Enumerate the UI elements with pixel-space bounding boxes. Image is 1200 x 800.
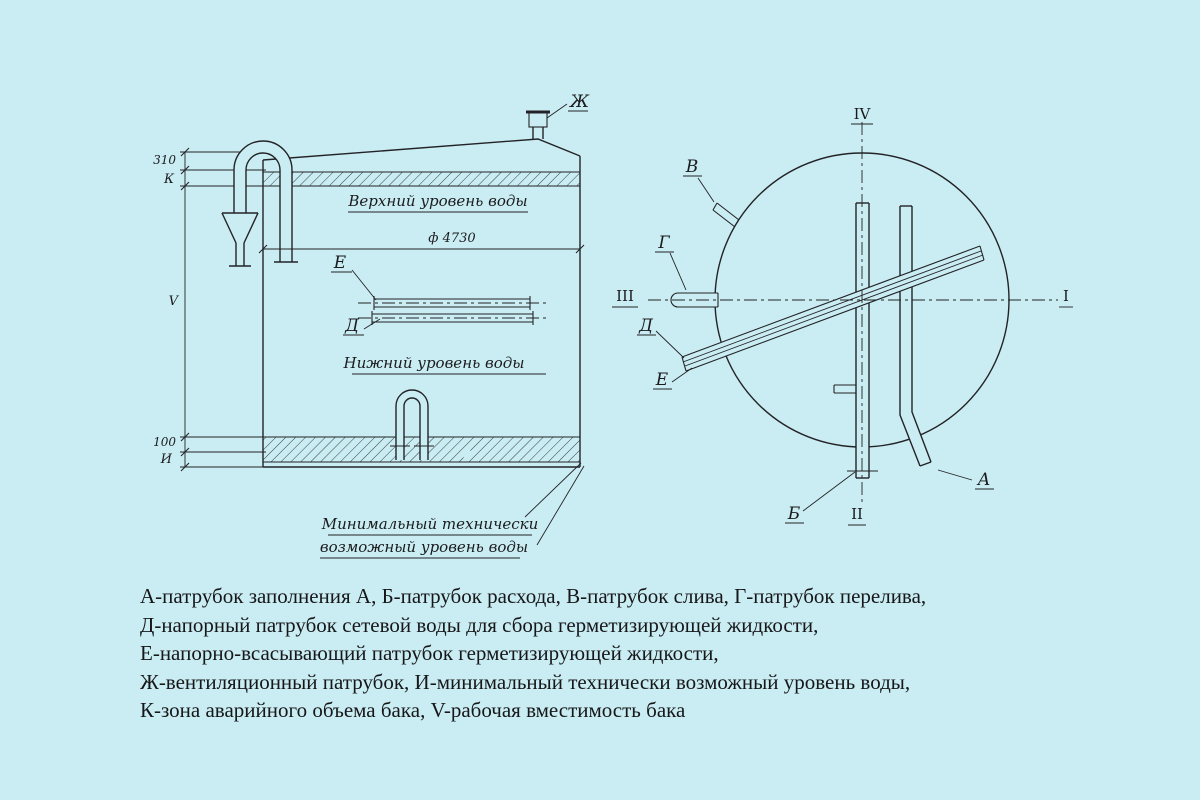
overflow-stub bbox=[670, 292, 719, 308]
fill-pipe-plan bbox=[899, 205, 932, 467]
axis-labels: IV III I II bbox=[612, 105, 1073, 526]
min-level-caption: Минимальный технически возможный уровень… bbox=[320, 462, 585, 559]
legend-line: Д-напорный патрубок сетевой воды для сбо… bbox=[140, 612, 819, 637]
tank-drawing: 310 К V 100 И Ж bbox=[153, 92, 1073, 559]
svg-text:возможный уровень воды: возможный уровень воды bbox=[320, 538, 528, 556]
label-d: Д bbox=[638, 316, 654, 336]
label-g: Г bbox=[657, 233, 670, 253]
drain-stub bbox=[712, 202, 740, 228]
upper-hatch-band bbox=[263, 172, 580, 186]
siphon-pipe bbox=[390, 389, 471, 460]
legend-line: Е-напорно-всасывающий патрубок герметизи… bbox=[140, 641, 719, 665]
label-b: Б bbox=[787, 504, 801, 524]
outflow-pipe bbox=[833, 202, 878, 479]
dim-100-label: 100 bbox=[153, 435, 176, 449]
pipe-d: Д bbox=[343, 311, 548, 336]
legend-line: Ж-вентиляционный патрубок, И-минимальный… bbox=[140, 669, 911, 694]
pipe-e: Е bbox=[331, 253, 548, 310]
lower-level-caption: Нижний уровень воды bbox=[342, 354, 546, 375]
dimension-column: 310 К V 100 И bbox=[153, 147, 266, 472]
legend: А-патрубок заполнения А, Б-патрубок расх… bbox=[140, 582, 1120, 725]
upper-level-caption: Верхний уровень воды bbox=[347, 192, 528, 213]
svg-text:Верхний уровень воды: Верхний уровень воды bbox=[347, 192, 527, 210]
volume-v-label: V bbox=[169, 294, 180, 309]
fill-pipe bbox=[221, 140, 298, 267]
legend-line: А-патрубок заполнения А, Б-патрубок расх… bbox=[140, 584, 927, 608]
legend-line: К-зона аварийного объема бака, V-рабочая… bbox=[140, 698, 686, 722]
diameter-label: ф 4730 bbox=[428, 231, 475, 246]
drain-port bbox=[461, 448, 471, 458]
dim-310-label: 310 bbox=[153, 153, 176, 167]
label-a: А bbox=[977, 470, 991, 490]
pressure-suction-pipes bbox=[681, 245, 985, 372]
pipe-d-label: Д bbox=[344, 316, 360, 336]
axis-iii: III bbox=[616, 287, 634, 305]
svg-text:Нижний уровень воды: Нижний уровень воды bbox=[342, 354, 524, 372]
plan-view: В Г Д Е Б А IV III I bbox=[612, 105, 1073, 526]
pipe-e-label: Е bbox=[333, 253, 347, 273]
axis-i: I bbox=[1063, 287, 1069, 305]
diameter-dimension: ф 4730 bbox=[258, 231, 585, 254]
elevation-view: 310 К V 100 И Ж bbox=[153, 92, 590, 559]
vent-pipe: Ж bbox=[526, 92, 590, 139]
vent-label: Ж bbox=[569, 92, 590, 112]
axis-ii: II bbox=[851, 505, 863, 523]
label-v: В bbox=[685, 157, 699, 177]
axis-iv: IV bbox=[854, 105, 872, 123]
label-e: Е bbox=[655, 370, 669, 390]
plan-labels: В Г Д Е Б А bbox=[637, 157, 994, 524]
svg-text:Минимальный технически: Минимальный технически bbox=[321, 515, 539, 533]
level-i-label: И bbox=[160, 452, 173, 467]
zone-k-label: К bbox=[163, 172, 175, 187]
